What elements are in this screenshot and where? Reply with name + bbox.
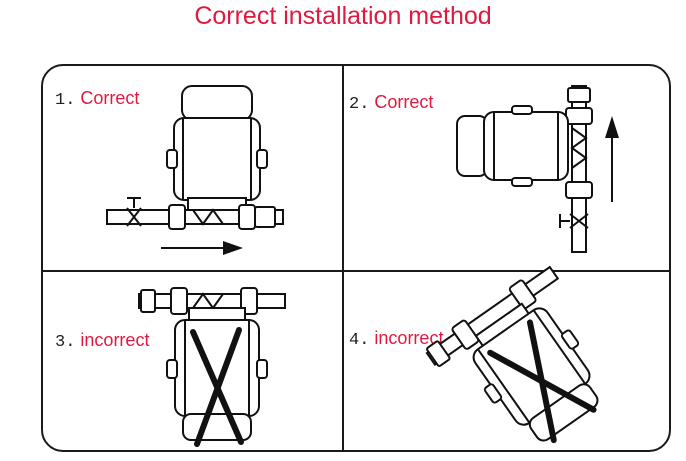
panel-4-label: 4. incorrect [349, 328, 443, 350]
pump-icon [472, 302, 599, 442]
panel-1-number: 1. [55, 91, 76, 110]
flow-arrow-icon [161, 241, 243, 255]
panel-4-diagram [425, 265, 599, 444]
panel-2-label: 2. Correct [349, 92, 433, 114]
pump-icon [166, 307, 268, 441]
panel-1-diagram [106, 85, 284, 255]
pipe-icon [138, 287, 286, 315]
grid-divider-vertical [342, 66, 344, 450]
page-title: Correct installation method [194, 2, 492, 30]
panel-2-diagram [456, 85, 619, 253]
panel-1-label: 1. Correct [55, 88, 139, 110]
valve-icon [126, 197, 142, 227]
cross-mark-icon [190, 327, 244, 447]
panel-2-text: Correct [374, 92, 434, 112]
installation-grid: 1. Correct 2. [41, 64, 671, 452]
panel-3-diagram [138, 287, 286, 447]
panel-1-text: Correct [80, 88, 140, 108]
panel-4-text: incorrect [374, 328, 444, 348]
pipe-icon [106, 204, 284, 230]
pipe-icon [565, 85, 593, 253]
pump-icon [166, 85, 268, 213]
panel-2-number: 2. [349, 95, 370, 114]
pump-icon [456, 105, 569, 187]
cross-mark-icon [487, 319, 597, 444]
panel-4-number: 4. [349, 331, 370, 350]
flow-arrow-icon [605, 116, 619, 202]
pipe-icon [425, 265, 560, 367]
panel-3-text: incorrect [80, 330, 150, 350]
grid-divider-horizontal [43, 270, 669, 272]
panel-3-number: 3. [55, 333, 76, 352]
valve-icon [559, 213, 589, 229]
panel-3-label: 3. incorrect [55, 330, 149, 352]
